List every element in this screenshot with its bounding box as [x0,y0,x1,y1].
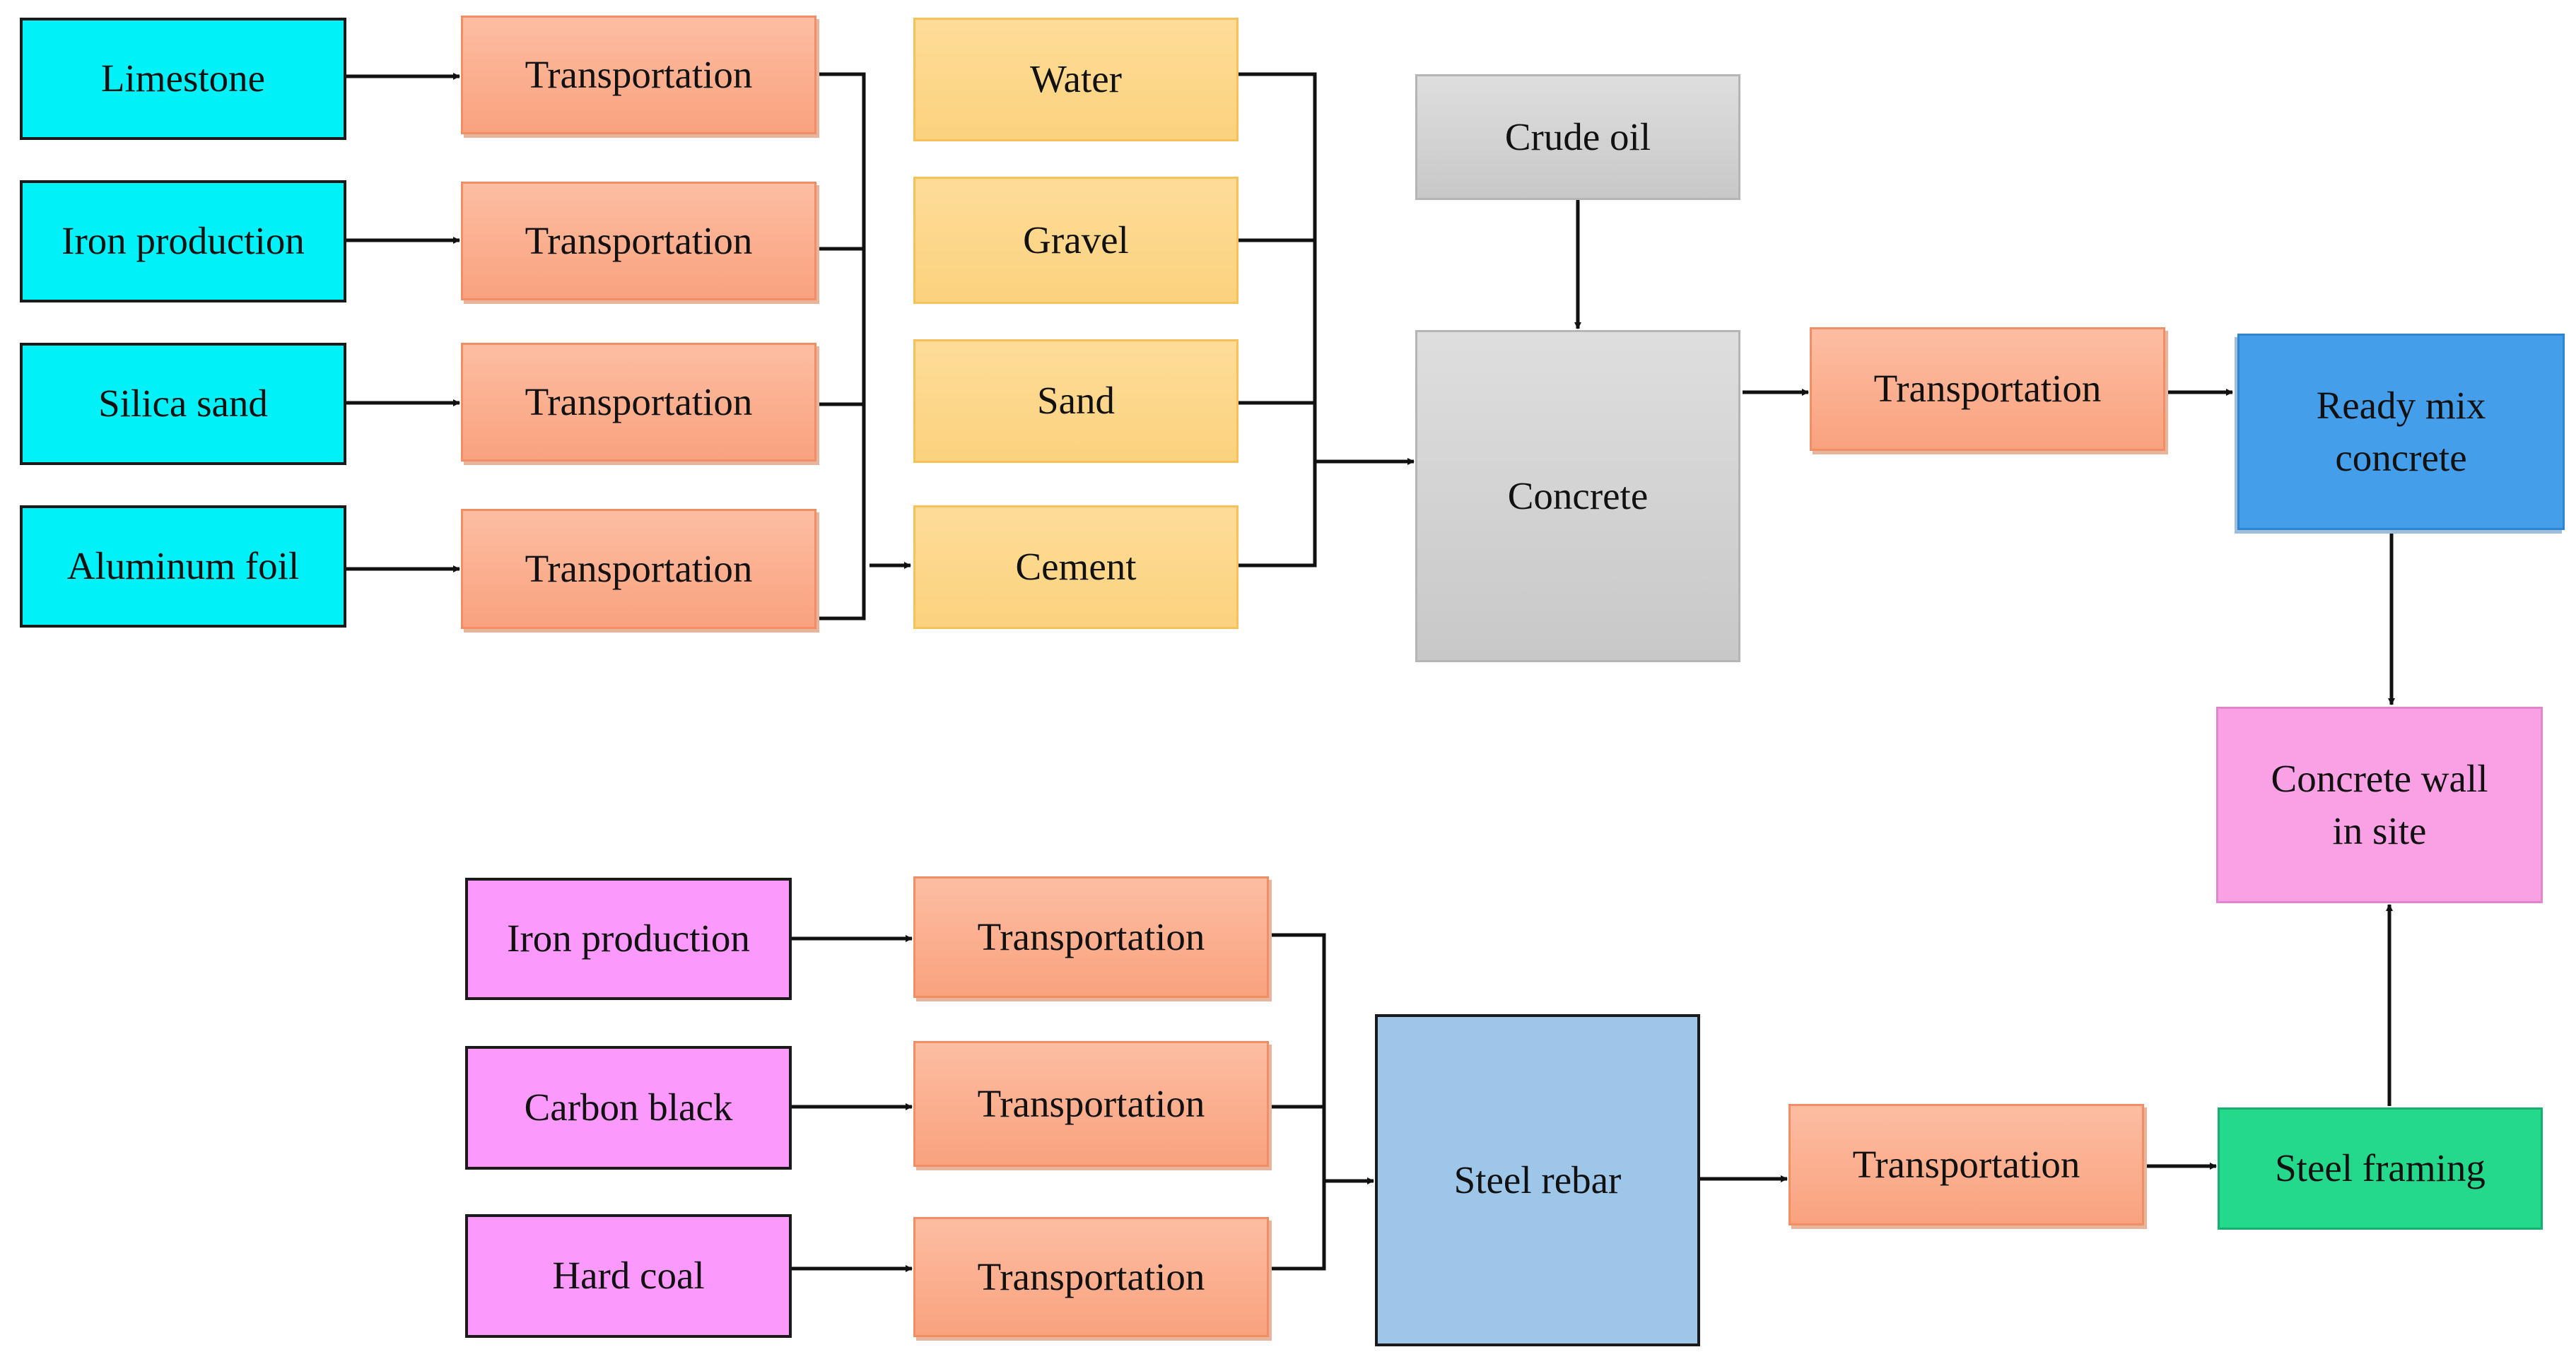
transportation-box-1: Transportation [461,16,816,134]
cement-box: Cement [913,505,1239,629]
water-box: Water [913,18,1239,141]
ready-mix-concrete-box: Ready mix concrete [2237,334,2565,530]
concrete-wall-box: Concrete wall in site [2216,707,2543,903]
steel-rebar-box: Steel rebar [1375,1014,1700,1346]
hard-coal-box: Hard coal [465,1214,792,1338]
transportation-box-6: Transportation [913,876,1269,998]
gravel-box: Gravel [913,177,1239,304]
steel-framing-box: Steel framing [2218,1107,2543,1230]
limestone-box: Limestone [20,18,346,140]
bracket-transport-to-cement [819,72,866,621]
iron-production-box: Iron production [20,180,346,302]
transportation-box-9: Transportation [1788,1104,2144,1225]
transportation-box-7: Transportation [913,1041,1269,1167]
crude-oil-box: Crude oil [1415,74,1740,200]
sand-box: Sand [913,339,1239,463]
iron-production-box-2: Iron production [465,878,792,1000]
transportation-box-8: Transportation [913,1217,1269,1337]
bracket-transport-to-rebar [1269,933,1326,1271]
aluminum-foil-box: Aluminum foil [20,505,346,628]
transportation-box-4: Transportation [461,509,816,629]
bracket-aggregates-to-concrete [1239,72,1317,568]
concrete-box: Concrete [1415,330,1740,662]
carbon-black-box: Carbon black [465,1046,792,1170]
transportation-box-3: Transportation [461,343,816,461]
silica-sand-box: Silica sand [20,343,346,465]
transportation-box-5: Transportation [1810,327,2165,451]
transportation-box-2: Transportation [461,182,816,300]
